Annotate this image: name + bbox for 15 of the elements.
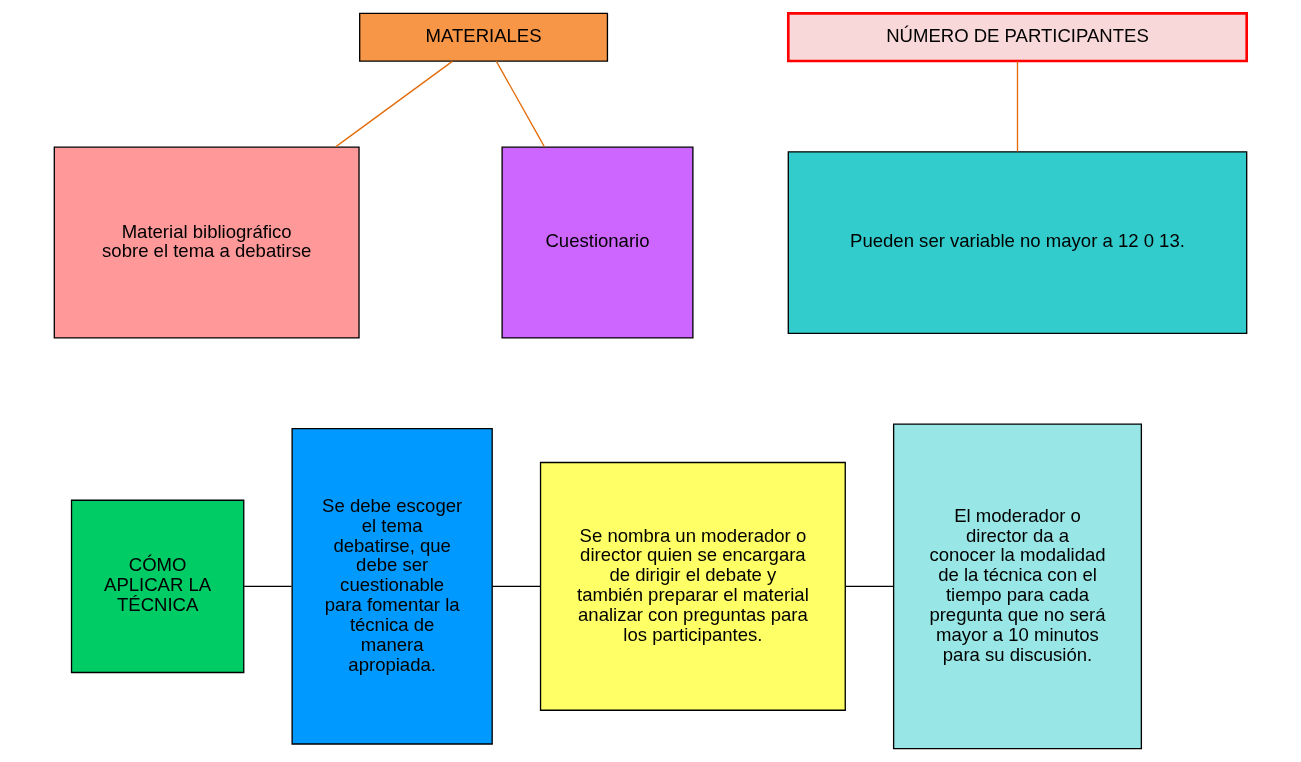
- node-box: Se nombra un moderador o director quien se encargara de dirigir el debate y también preparar el material analizar con preguntas para los participantes.: [539, 461, 846, 711]
- node-box: CÓMO APLICAR LA TÉCNICA: [70, 499, 245, 674]
- connector: [491, 585, 541, 587]
- node-box: MATERIALES: [359, 12, 609, 62]
- node-box: Material bibliográfico sobre el tema a debatirse: [53, 146, 360, 339]
- node-box: Cuestionario: [501, 146, 694, 339]
- connector: [335, 60, 453, 148]
- node-box: Se debe escoger el tema debatirse, que debe ser cuestionable para fomentar la técnica de manera apropiada.: [291, 428, 493, 745]
- node-box: NÚMERO DE PARTICIPANTES: [786, 12, 1249, 63]
- node-box: Pueden ser variable no mayor a 12 0 13.: [787, 151, 1248, 334]
- node-box: El moderador o director da a conocer la modalidad de la técnica con el tiempo para cada pregunta que no será mayor a 10 minutos para su discusión.: [892, 423, 1143, 750]
- connector: [1016, 60, 1019, 153]
- connector: [845, 585, 894, 587]
- connector: [243, 585, 293, 587]
- connector: [495, 60, 546, 148]
